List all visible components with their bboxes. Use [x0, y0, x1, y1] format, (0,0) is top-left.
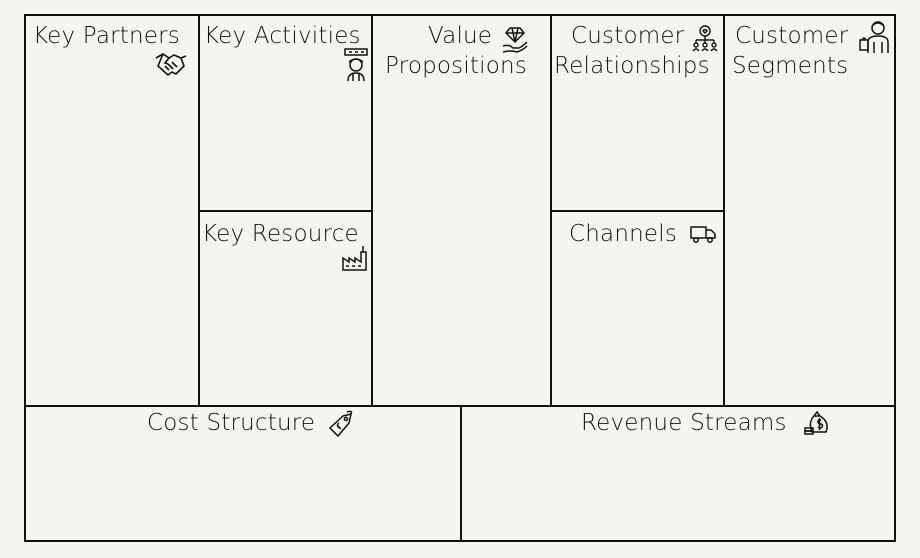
handshake-icon — [154, 46, 188, 80]
channels-block[interactable]: Channels — [552, 212, 723, 405]
divider — [550, 210, 725, 212]
customer-segments-title-line2: Segments — [732, 53, 849, 79]
customer-relationships-title-line2: Relationships — [554, 53, 710, 79]
cost-structure-block[interactable]: Cost Structure — [26, 407, 460, 540]
cost-structure-title: Cost Structure — [147, 410, 316, 436]
customer-segments-block[interactable]: Customer Segments — [725, 16, 894, 405]
revenue-streams-block[interactable]: Revenue Streams — [462, 407, 894, 540]
key-resource-title: Key Resource — [202, 221, 359, 247]
customer-relationships-block[interactable]: Customer Relationships — [552, 16, 723, 210]
divider — [198, 210, 373, 212]
worker-icon — [343, 48, 369, 82]
value-propositions-title-line2: Propositions — [385, 53, 527, 79]
network-heart-icon — [691, 24, 719, 52]
factory-icon — [341, 244, 369, 272]
channels-title: Channels — [569, 221, 678, 247]
customer-relationships-title-line1: Customer — [571, 23, 685, 49]
key-partners-title: Key Partners — [33, 23, 180, 49]
diamond-hand-icon — [501, 26, 529, 54]
key-activities-block[interactable]: Key Activities — [200, 16, 371, 210]
price-tag-icon — [327, 410, 353, 438]
revenue-streams-title: Revenue Streams — [581, 410, 787, 436]
business-model-canvas: Key Partners Key Activities Key Re — [24, 14, 896, 542]
key-partners-block[interactable]: Key Partners — [26, 16, 198, 405]
divider — [460, 405, 462, 540]
key-resource-block[interactable]: Key Resource — [200, 212, 371, 405]
value-propositions-title-line1: Value — [428, 23, 493, 49]
customer-segments-title-line1: Customer — [735, 23, 849, 49]
value-propositions-block[interactable]: Value Propositions — [373, 16, 550, 405]
customer-shopping-icon — [858, 20, 890, 54]
key-activities-title: Key Activities — [204, 23, 361, 49]
money-bag-icon — [804, 410, 830, 436]
delivery-truck-icon — [690, 224, 716, 244]
